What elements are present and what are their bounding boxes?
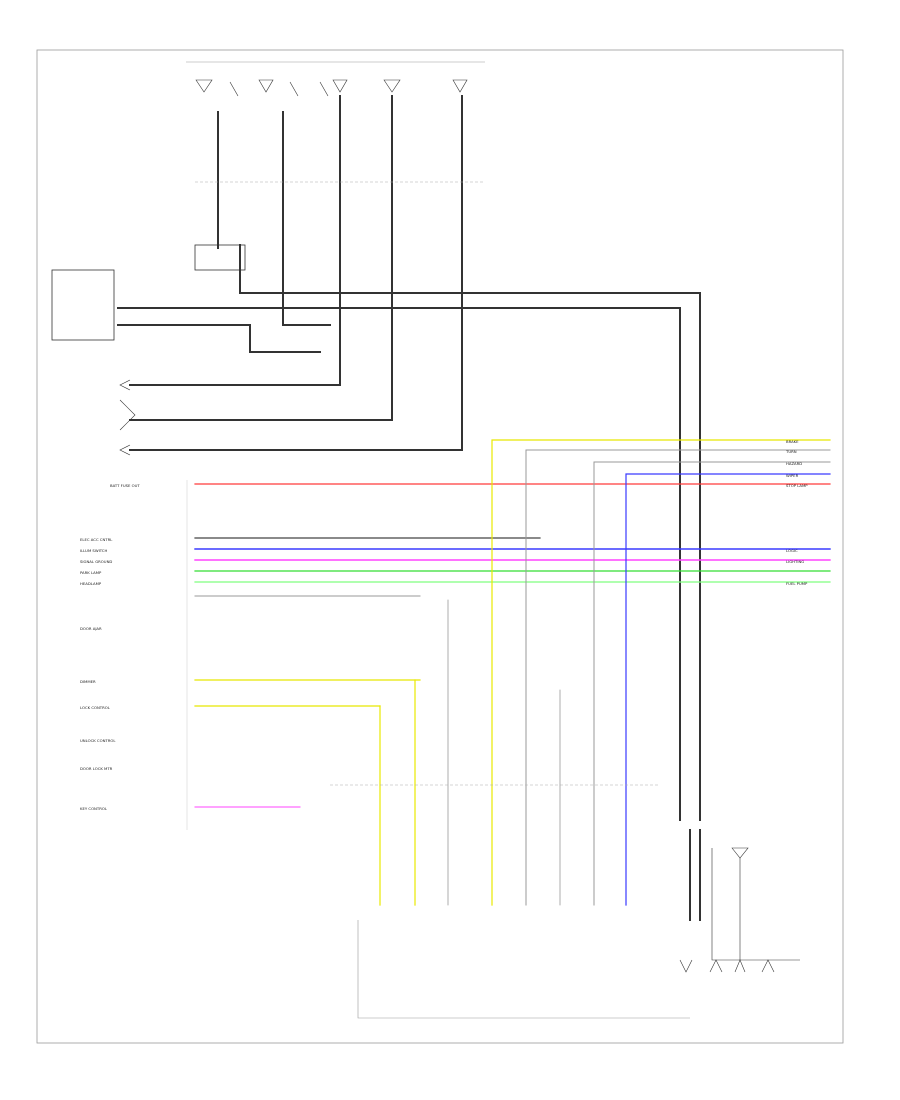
left-label-9: UNLOCK CONTROL xyxy=(80,738,116,743)
power-triangle-5 xyxy=(452,79,468,93)
right-antenna-group xyxy=(679,847,800,973)
left-label-10: DOOR LOCK MTR xyxy=(80,766,113,771)
power-triangle-3 xyxy=(332,79,348,93)
ground-symbol-3 xyxy=(734,959,746,973)
right-label-0: BRAKE xyxy=(786,439,799,444)
left-label-8: LOCK CONTROL xyxy=(80,705,111,710)
splice-block xyxy=(194,244,246,271)
antenna-triangle xyxy=(731,847,749,859)
ground-tick-3 xyxy=(319,81,329,97)
wire-yellow-top xyxy=(491,439,831,906)
ground-tick-1 xyxy=(229,81,239,97)
left-feed-arrows xyxy=(119,379,136,456)
right-label-7: FUEL PUMP xyxy=(786,581,808,586)
power-triangle-4 xyxy=(383,79,401,93)
left-label-0: BATT FUSE OUT xyxy=(110,483,140,488)
left-label-2: ILLUM SWITCH xyxy=(80,548,107,553)
right-label-3: WIPER xyxy=(786,473,799,478)
upper-black-wires xyxy=(117,95,701,821)
right-label-4: STOP LAMP xyxy=(786,483,808,488)
left-label-1: ELEC ACC CNTRL xyxy=(80,537,113,542)
horizontal-color-wires xyxy=(194,483,831,808)
ground-symbol-1 xyxy=(679,959,693,973)
power-triangle-1 xyxy=(195,79,213,93)
vertical-color-wires xyxy=(379,439,831,906)
left-label-11: KEY CONTROL xyxy=(80,806,108,811)
ground-symbol-2 xyxy=(709,959,723,973)
right-label-5: LOGIC xyxy=(786,548,798,553)
diagram-frame xyxy=(36,49,844,1044)
right-label-6: LIGHTING xyxy=(786,559,804,564)
left-label-3: SIGNAL GROUND xyxy=(80,559,112,564)
ignition-switch-block xyxy=(51,269,115,341)
ground-symbol-4 xyxy=(761,959,775,973)
left-labels: BATT FUSE OUT ELEC ACC CNTRL ILLUM SWITC… xyxy=(80,483,140,811)
left-label-4: PARK LAMP xyxy=(80,570,102,575)
left-label-6: DOOR AJAR xyxy=(80,626,102,631)
right-label-2: HAZARD xyxy=(786,461,802,466)
right-black-bundle xyxy=(689,829,701,921)
wire-gray-top xyxy=(525,449,831,906)
power-source-symbols xyxy=(195,79,468,97)
ground-tick-2 xyxy=(289,81,299,97)
right-labels: BRAKE TURN HAZARD WIPER STOP LAMP LOGIC … xyxy=(785,439,808,586)
bottom-module-bracket xyxy=(357,920,690,1019)
wire-gray-mid xyxy=(593,461,831,906)
wire-blue-vertical xyxy=(625,473,831,906)
left-label-5: HEADLAMP xyxy=(80,581,102,586)
power-triangle-2 xyxy=(258,79,274,93)
right-label-1: TURN xyxy=(785,449,797,454)
left-label-7: DIMMER xyxy=(80,679,96,684)
